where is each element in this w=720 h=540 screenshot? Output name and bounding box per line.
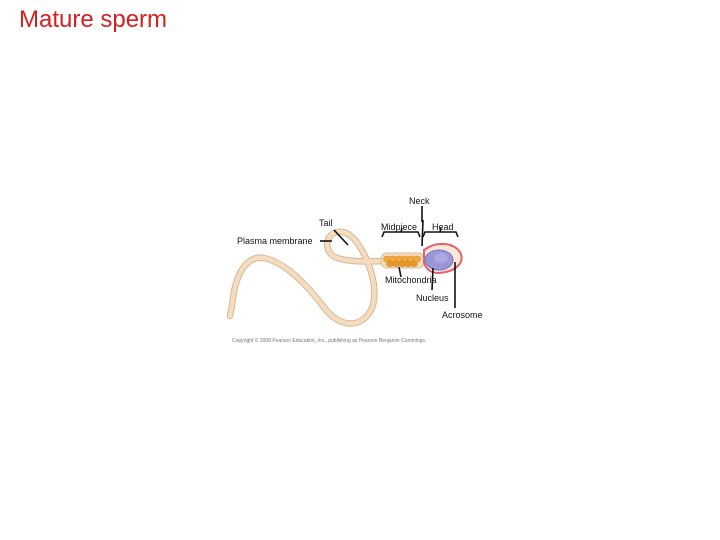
label-mitochondria: Mitochondria [385, 275, 437, 285]
label-nucleus: Nucleus [416, 293, 449, 303]
label-leaders [320, 206, 459, 308]
copyright-notice: Copyright © 2008 Pearson Education, Inc.… [232, 337, 426, 344]
label-tail: Tail [319, 218, 333, 228]
label-acrosome: Acrosome [442, 310, 483, 320]
label-plasma-membrane: Plasma membrane [237, 236, 313, 246]
label-neck: Neck [409, 196, 430, 206]
sperm-tail [226, 228, 389, 327]
slide-title: Mature sperm [19, 6, 168, 33]
label-head: Head [432, 222, 454, 232]
sperm-head [423, 242, 463, 275]
sperm-midpiece [380, 252, 425, 269]
label-midpiece: Midpiece [381, 222, 417, 232]
